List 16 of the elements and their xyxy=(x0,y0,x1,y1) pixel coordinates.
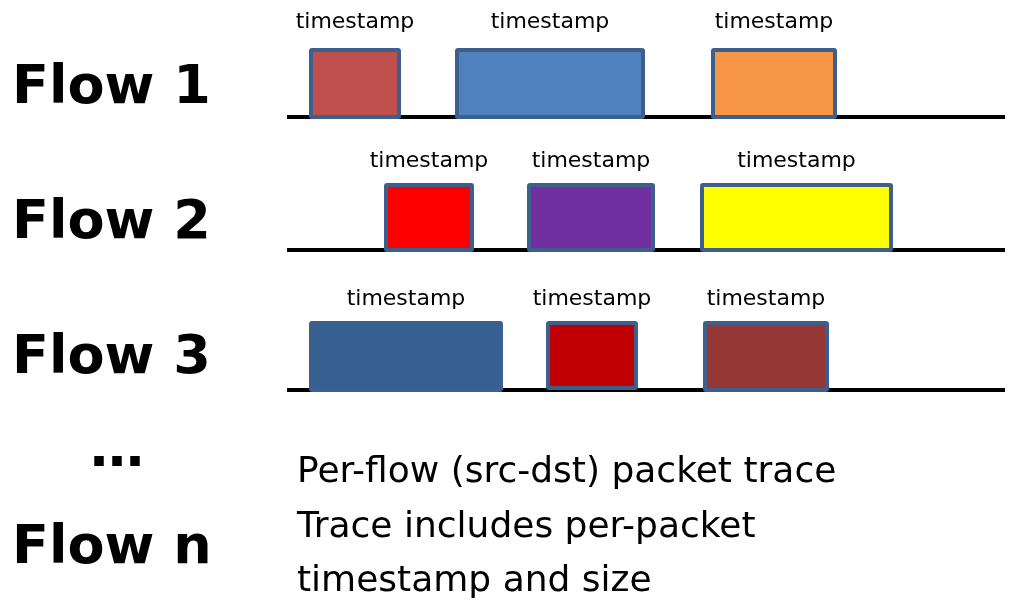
timestamp-label: timestamp xyxy=(346,285,466,311)
timestamp-label: timestamp xyxy=(737,147,856,173)
timestamp-label: timestamp xyxy=(490,8,610,34)
timestamp-label: timestamp xyxy=(714,8,834,34)
timestamp-label: timestamp xyxy=(532,285,652,311)
flow-label: Flow 1 xyxy=(12,53,211,116)
timestamp-label: timestamp xyxy=(706,285,826,311)
note-text: Trace includes per-packet timestamp and size xyxy=(297,504,756,599)
ellipsis: … xyxy=(90,416,144,479)
timestamp-label: timestamp xyxy=(369,147,489,173)
timestamp-label: timestamp xyxy=(531,147,651,173)
flow-label: Flow n xyxy=(12,513,212,576)
flow-label: Flow 3 xyxy=(12,323,211,386)
timestamp-label: timestamp xyxy=(295,8,415,34)
note-text: Per-flow (src-dst) packet trace xyxy=(297,449,837,490)
flow-label: Flow 2 xyxy=(12,188,211,251)
